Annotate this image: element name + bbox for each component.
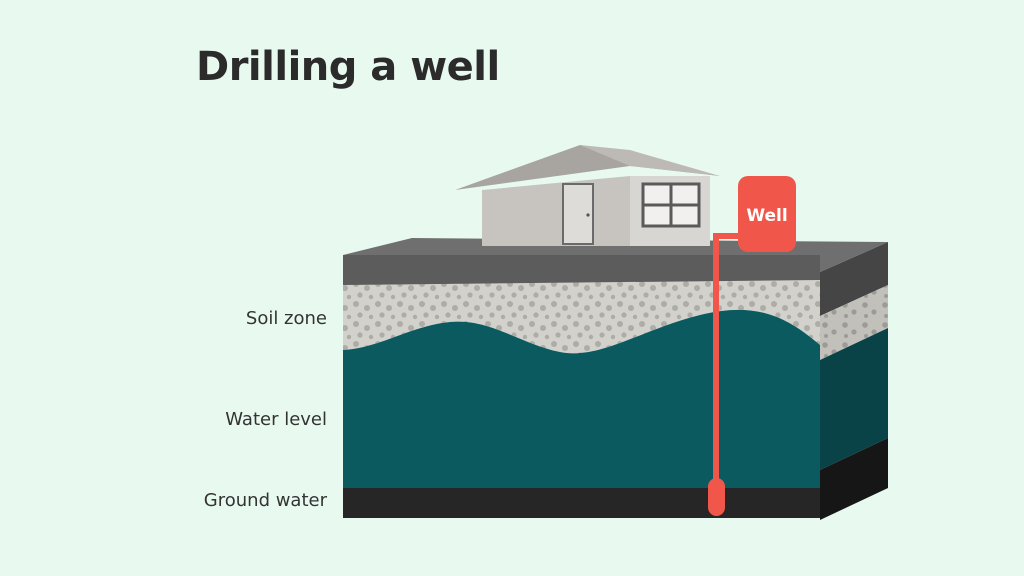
house: [455, 145, 720, 246]
topsoil-layer: [343, 255, 820, 285]
soil-zone-label: Soil zone: [245, 308, 327, 329]
block-side-face: [820, 242, 888, 520]
water-level-label: Water level: [225, 409, 327, 430]
well-label: Well: [746, 206, 787, 226]
house-door: [562, 183, 594, 245]
well-tag: Well: [738, 176, 796, 252]
water-layer: [343, 309, 820, 488]
block-front-face: [343, 255, 820, 518]
well-pipe: [708, 233, 740, 516]
soil-zone-layer: [343, 280, 820, 354]
diagram-title: Drilling a well: [196, 44, 500, 90]
ground-water-label: Ground water: [203, 490, 327, 511]
ground-water-layer: [343, 488, 820, 518]
